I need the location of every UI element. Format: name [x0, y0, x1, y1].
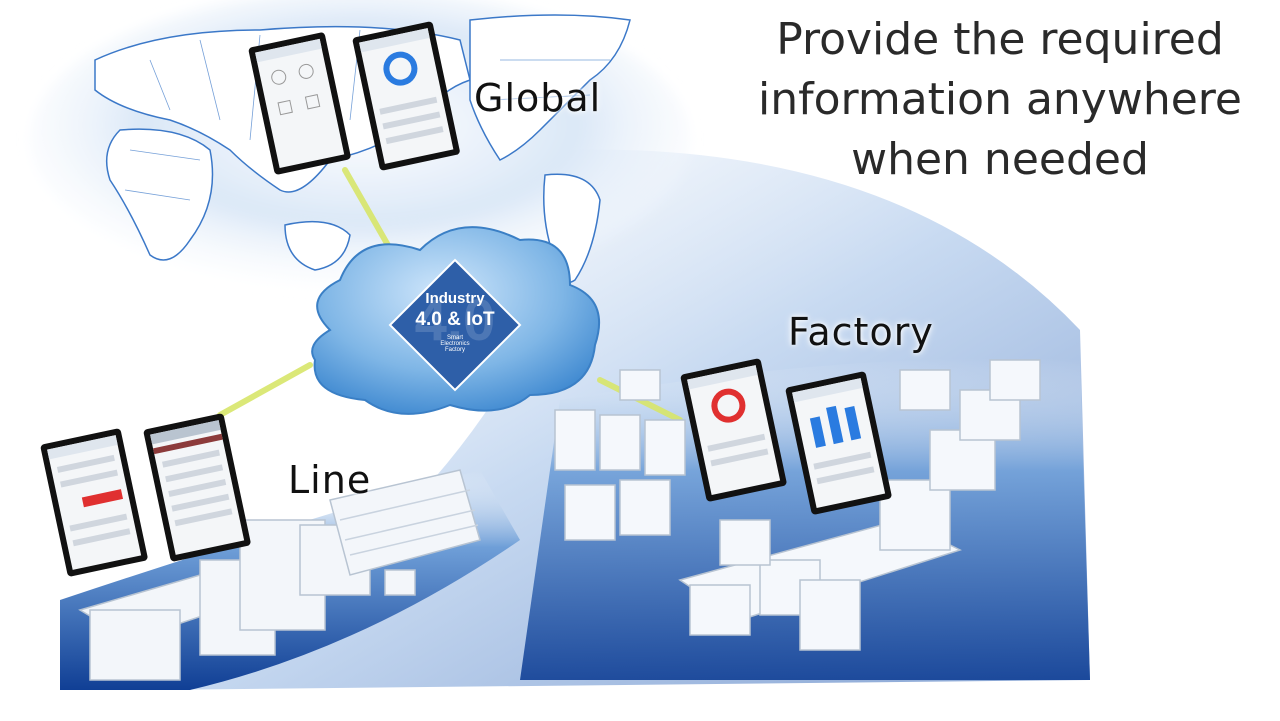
tablet-factory-2 [785, 371, 892, 515]
label-global: Global [474, 76, 602, 120]
headline-line-3: when needed [851, 134, 1149, 185]
label-factory: Factory [788, 310, 934, 354]
cloud-badge-title: Industry [425, 290, 485, 307]
cloud-badge-text: Industry 4.0 & IoT Smart Electronics Fac… [405, 290, 505, 353]
cloud-badge-caption-1: Smart [446, 335, 463, 341]
headline: Provide the required information anywher… [740, 10, 1260, 190]
tablet-factory-1 [680, 358, 787, 502]
tablet-global-2 [352, 21, 460, 171]
tablet-line-2 [143, 413, 251, 562]
headline-line-1: Provide the required [776, 14, 1224, 65]
svg-text:4.0: 4.0 [415, 288, 496, 353]
headline-line-2: information anywhere [758, 74, 1242, 125]
tablet-line-1 [40, 428, 148, 577]
production-line-machines [78, 469, 481, 681]
cloud-badge-caption-2: Electronics [440, 341, 470, 347]
cloud-badge-subtitle: 4.0 & IoT [415, 309, 495, 330]
label-line: Line [288, 458, 372, 502]
industry-badge [388, 258, 522, 392]
tablet-global-1 [248, 32, 351, 175]
factory-machines [554, 359, 1041, 651]
cloud: 4.0 [311, 226, 601, 415]
cloud-badge-caption-3: Factory [444, 347, 465, 353]
